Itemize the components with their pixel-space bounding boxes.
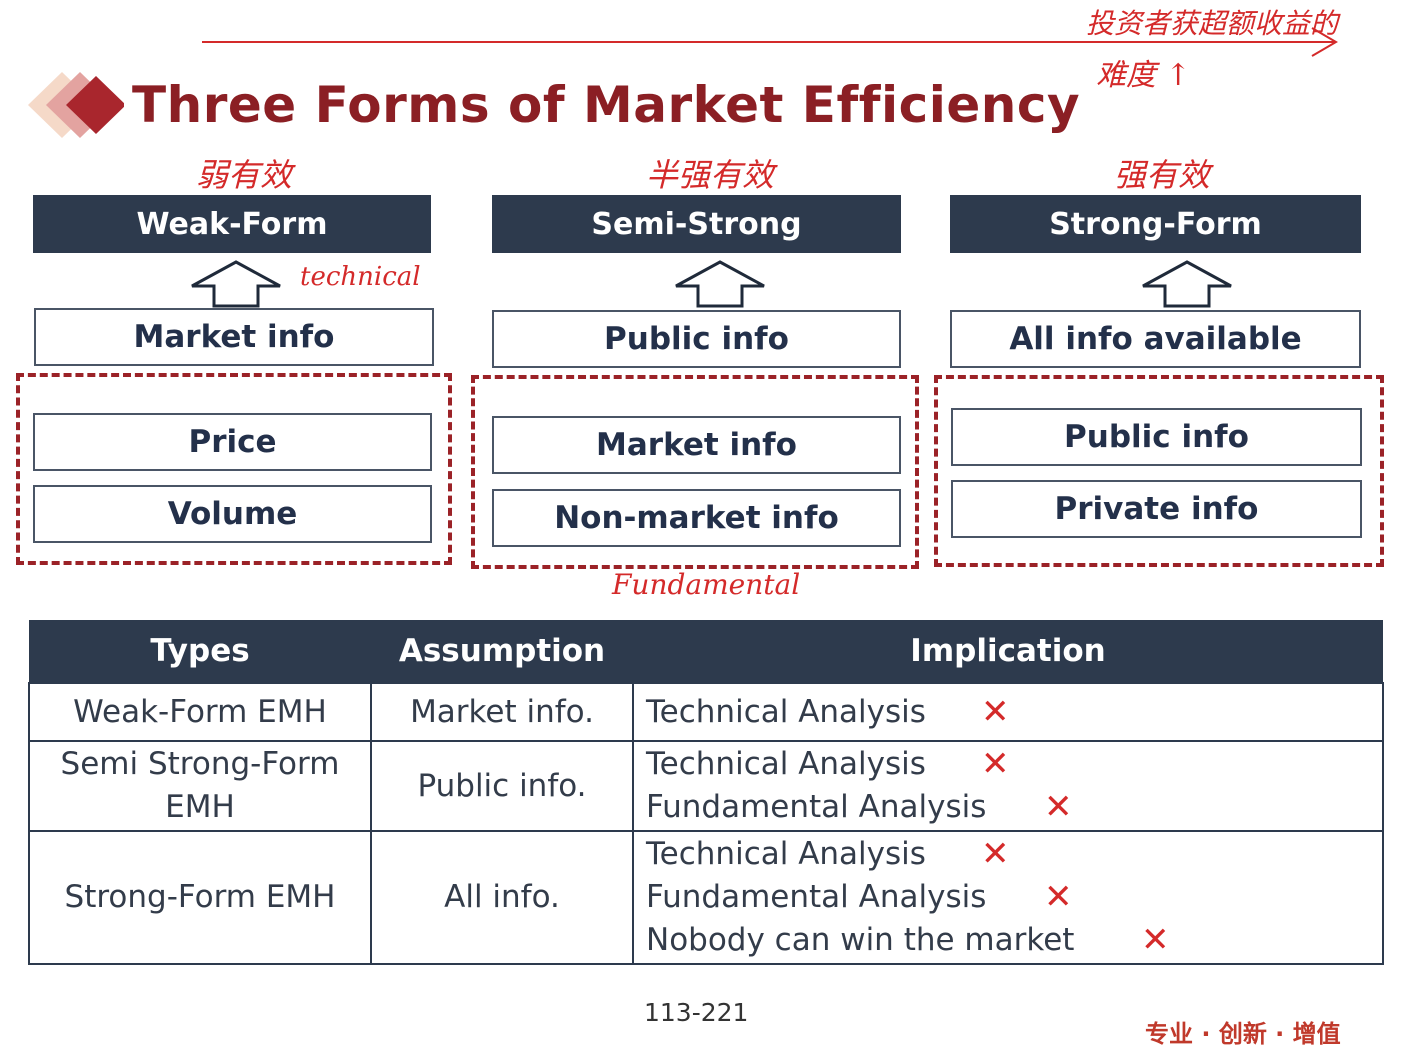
weak-form-header: Weak-Form xyxy=(33,195,431,253)
diamond-logo-icon xyxy=(28,72,124,138)
x-mark-icon: ✕ xyxy=(1044,877,1073,917)
x-mark-icon: ✕ xyxy=(981,691,1010,732)
weak-component-price: Price xyxy=(33,413,432,471)
weak-info-box: Market info xyxy=(34,308,434,366)
strong-info-box: All info available xyxy=(950,310,1361,368)
implication-text: Fundamental Analysis xyxy=(646,789,987,825)
x-mark-icon: ✕ xyxy=(1044,787,1073,827)
up-arrow-icon xyxy=(191,260,281,308)
table-row: Weak-Form EMH Market info. Technical Ana… xyxy=(28,682,1384,742)
row-assumption: Public info. xyxy=(370,740,634,832)
annotation-weak-cn: 弱有效 xyxy=(196,156,293,194)
semi-component-market-info: Market info xyxy=(492,416,901,474)
implication-text: Technical Analysis xyxy=(646,836,926,872)
implication-text: Fundamental Analysis xyxy=(646,879,987,915)
implication-text: Technical Analysis xyxy=(646,746,926,782)
row-implications: Technical Analysis ✕ xyxy=(632,682,1384,742)
annotation-strong-cn: 强有效 xyxy=(1114,156,1211,194)
table-row: Semi Strong-Form EMH Public info. Techni… xyxy=(28,740,1384,832)
strong-component-public-info: Public info xyxy=(951,408,1362,466)
row-implications: Technical Analysis ✕ Fundamental Analysis… xyxy=(632,740,1384,832)
semi-info-box: Public info xyxy=(492,310,901,368)
annotation-difficulty-line2: 难度 ↑ xyxy=(1096,58,1191,93)
column-header-types: Types xyxy=(29,620,371,683)
row-implications: Technical Analysis ✕ Fundamental Analysis… xyxy=(632,830,1384,965)
semi-components-group xyxy=(471,375,919,569)
weak-components-group xyxy=(16,373,452,565)
emh-table: Types Assumption Implication Weak-Form E… xyxy=(28,620,1384,965)
semi-strong-header: Semi-Strong xyxy=(492,195,901,253)
column-header-implication: Implication xyxy=(633,620,1383,683)
table-header-row: Types Assumption Implication xyxy=(29,620,1383,683)
annotation-technical: technical xyxy=(300,262,421,292)
up-arrow-icon xyxy=(1142,260,1232,308)
annotation-difficulty-line1: 投资者获超额收益的 xyxy=(1086,7,1339,40)
brand-slogan: 专业 · 创新 · 增值 xyxy=(1145,1020,1341,1048)
page-number: 113-221 xyxy=(644,998,749,1027)
column-header-assumption: Assumption xyxy=(371,620,633,683)
row-assumption: Market info. xyxy=(370,682,634,742)
row-type: Strong-Form EMH xyxy=(28,830,372,965)
semi-component-non-market-info: Non-market info xyxy=(492,489,901,547)
row-type: Semi Strong-Form EMH xyxy=(28,740,372,832)
table-row: Strong-Form EMH All info. Technical Anal… xyxy=(28,830,1384,965)
row-type: Weak-Form EMH xyxy=(28,682,372,742)
annotation-semi-cn: 半强有效 xyxy=(646,156,775,194)
row-assumption: All info. xyxy=(370,830,634,965)
x-mark-icon: ✕ xyxy=(1141,920,1170,960)
implication-text: Nobody can win the market xyxy=(646,922,1075,958)
strong-components-group xyxy=(934,375,1384,567)
weak-component-volume: Volume xyxy=(33,485,432,543)
page-title: Three Forms of Market Efficiency xyxy=(132,76,1081,134)
strong-form-header: Strong-Form xyxy=(950,195,1361,253)
annotation-arrow xyxy=(202,27,1338,57)
up-arrow-icon xyxy=(675,260,765,308)
implication-text: Technical Analysis xyxy=(646,693,926,730)
annotation-fundamental: Fundamental xyxy=(612,568,801,601)
x-mark-icon: ✕ xyxy=(981,834,1010,874)
x-mark-icon: ✕ xyxy=(981,744,1010,784)
strong-component-private-info: Private info xyxy=(951,480,1362,538)
